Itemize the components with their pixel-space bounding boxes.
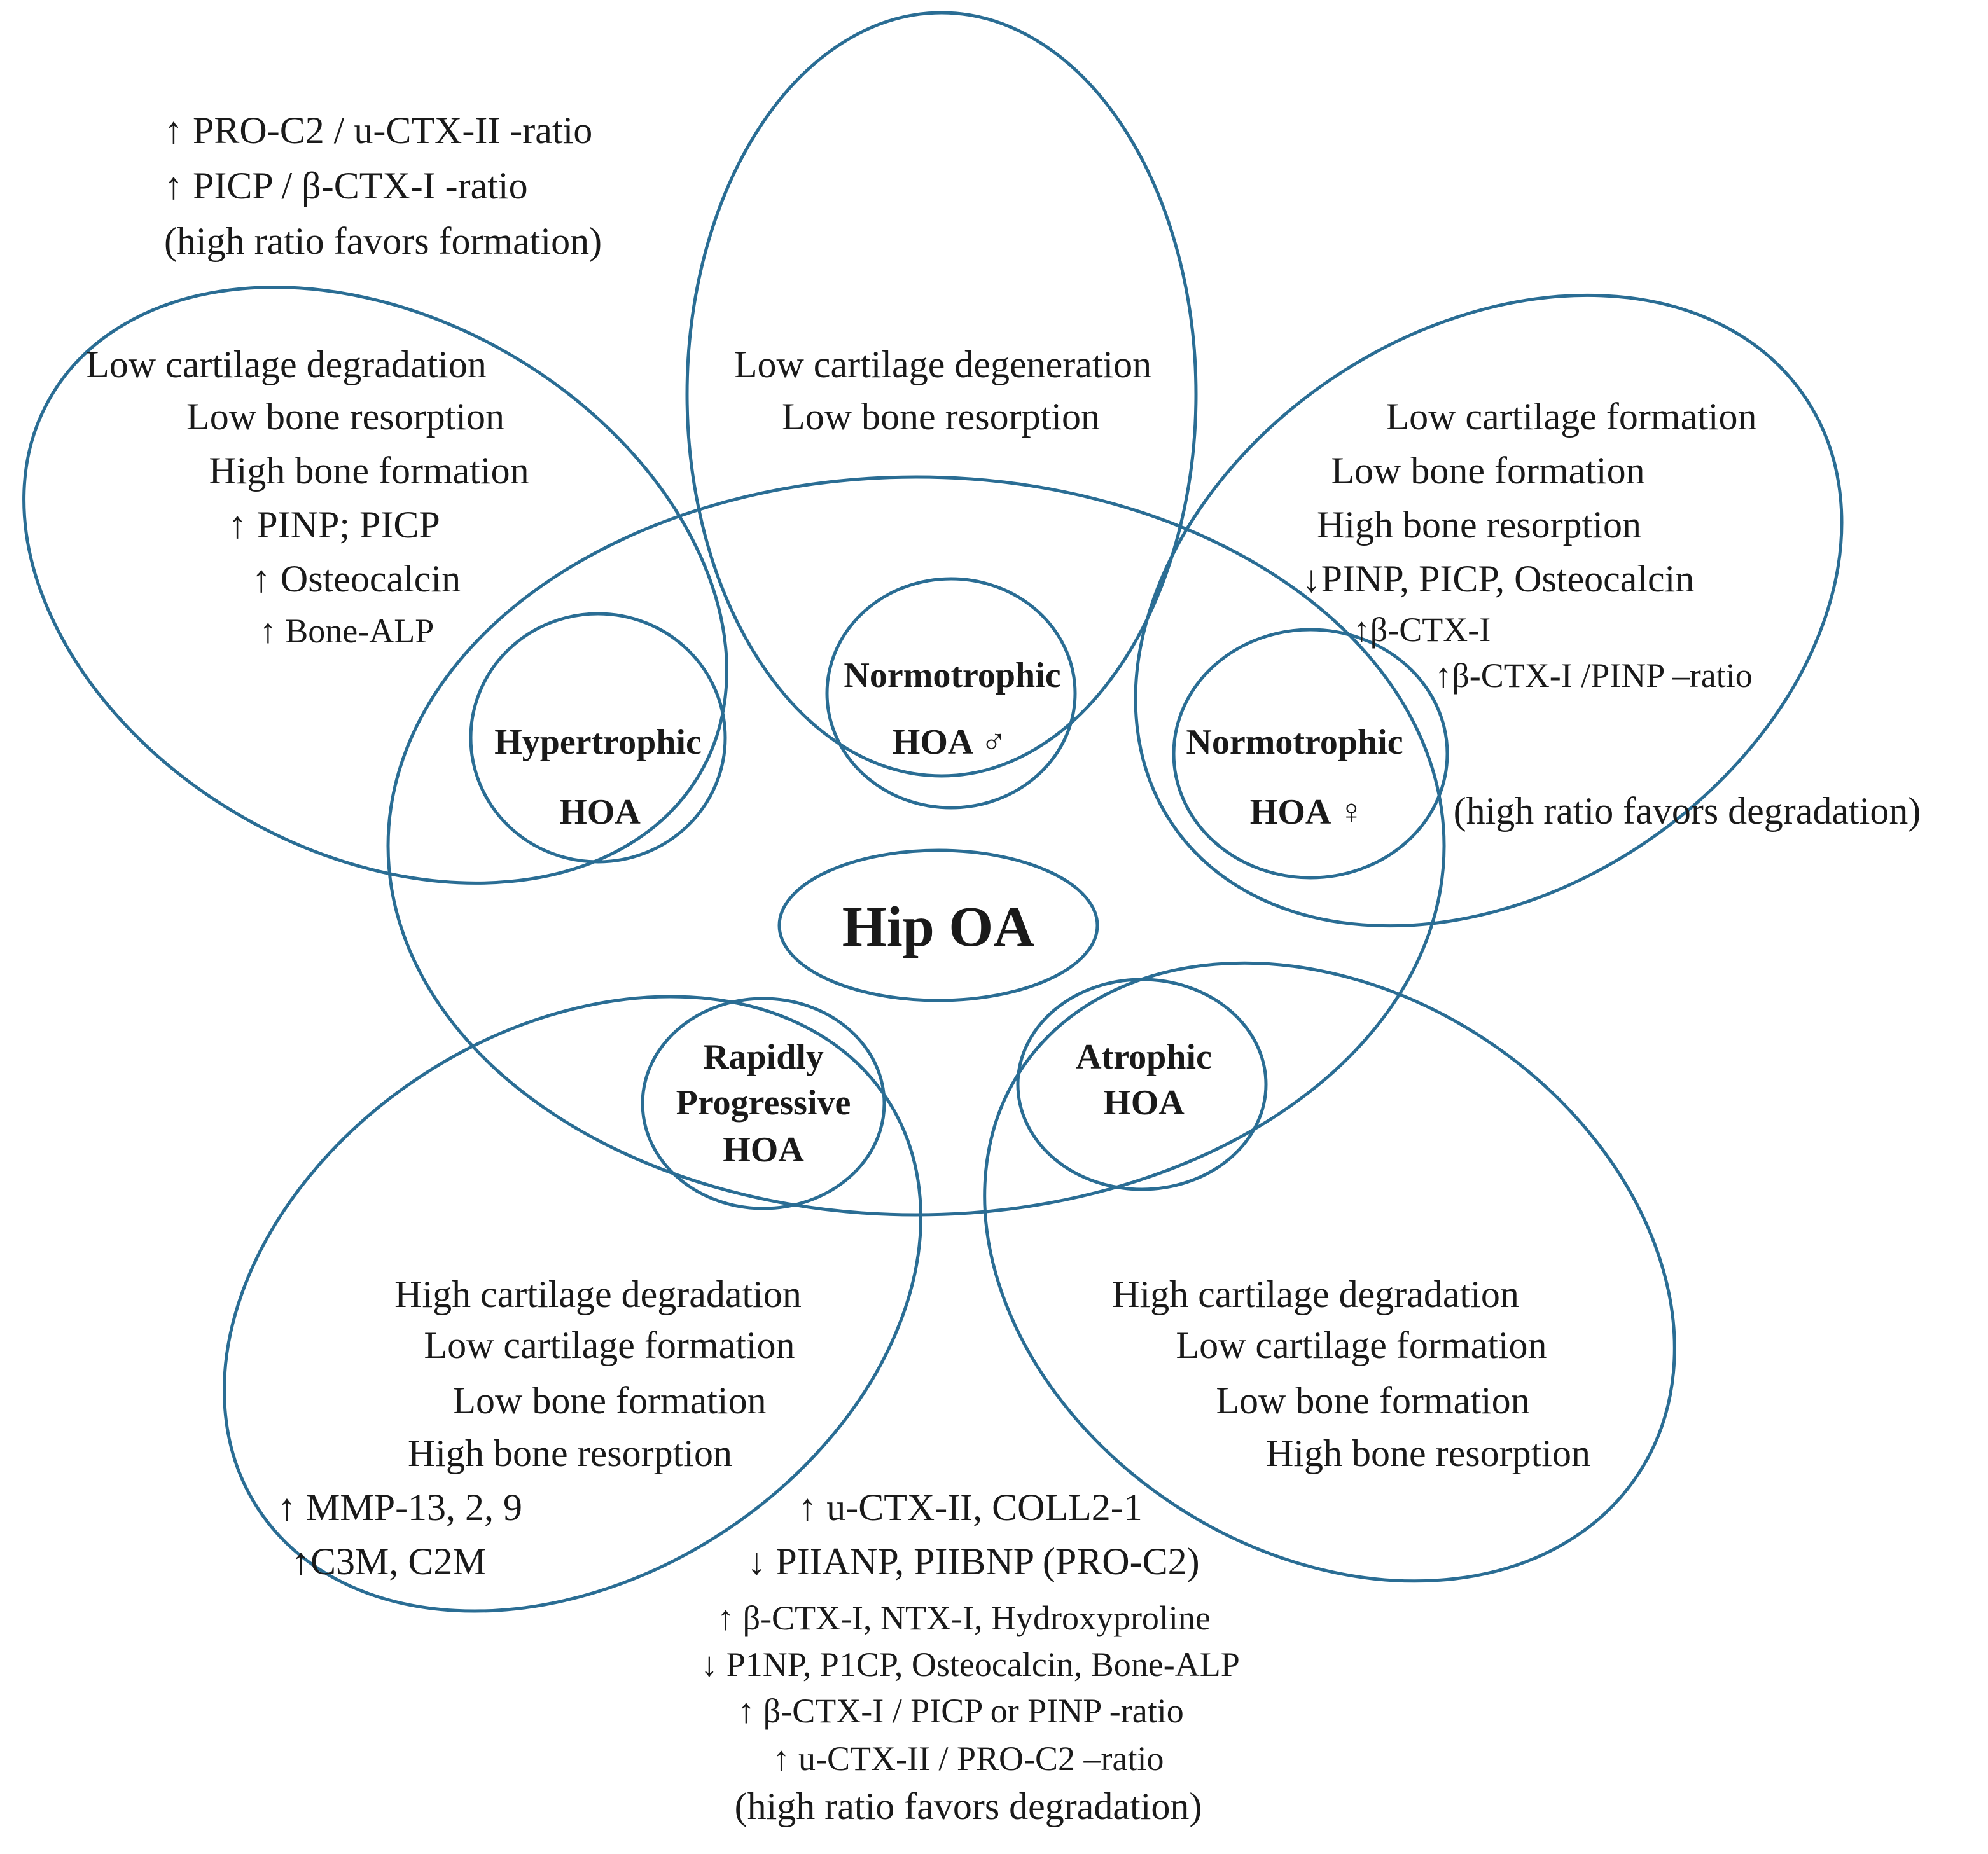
petal-line: ↑ Osteocalcin xyxy=(252,558,461,600)
normotrophic-female-line: HOA ♀ xyxy=(1250,792,1365,832)
note-line: ↑ PRO-C2 / u-CTX-II -ratio xyxy=(164,109,592,151)
petal-line: High bone resorption xyxy=(1317,504,1641,546)
petal-bottom-left xyxy=(223,995,922,1613)
petal-line: ↓PINP, PICP, Osteocalcin xyxy=(1302,558,1695,600)
rapidly-progressive-line: HOA xyxy=(723,1130,804,1170)
hypertrophic-ellipse xyxy=(469,612,727,864)
diagram-shapes xyxy=(22,11,1844,1613)
note-line: ↑ u-CTX-II, COLL2-1 xyxy=(798,1486,1143,1528)
atrophic-line: HOA xyxy=(1103,1083,1185,1123)
rapidly-progressive-label: Rapidly Progressive HOA xyxy=(676,1037,851,1170)
petal-line: High cartilage degradation xyxy=(394,1273,802,1315)
petal-line: (high ratio favors degradation) xyxy=(1454,790,1921,832)
rapidly-progressive-line: Progressive xyxy=(676,1083,851,1123)
petal-right-text: Low cartilage formation Low bone formati… xyxy=(1302,396,1921,832)
central-ellipse xyxy=(386,475,1446,1217)
normotrophic-female-label: Normotrophic HOA ♀ xyxy=(1186,723,1403,832)
normotrophic-male-line: Normotrophic xyxy=(844,656,1060,695)
normotrophic-male-line: HOA ♂ xyxy=(893,723,1007,762)
hip-oa-label: Hip OA xyxy=(842,896,1035,958)
petal-right xyxy=(1134,293,1844,928)
petal-top-left-text: Low cartilage degradation Low bone resor… xyxy=(86,343,529,650)
rapidly-progressive-ellipse xyxy=(641,997,886,1210)
petal-line: Low cartilage formation xyxy=(1176,1324,1547,1366)
petal-bottom-right-text: High cartilage degradation Low cartilage… xyxy=(1112,1273,1590,1474)
petal-line: High bone resorption xyxy=(1266,1432,1590,1474)
atrophic-line: Atrophic xyxy=(1076,1037,1212,1077)
note-line: ↑ PICP / β-CTX-I -ratio xyxy=(164,165,528,207)
petal-top-left xyxy=(22,286,728,885)
petal-line: Low bone formation xyxy=(1331,450,1644,492)
petal-line: Low cartilage formation xyxy=(424,1324,795,1366)
petal-line: ↑β-CTX-I xyxy=(1353,611,1491,649)
note-line: ↑ β-CTX-I / PICP or PINP -ratio xyxy=(737,1692,1183,1730)
normotrophic-male-label: Normotrophic HOA ♂ xyxy=(844,656,1060,762)
petal-bottom-left-text: High cartilage degradation Low cartilage… xyxy=(277,1273,802,1582)
petal-line: ↑β-CTX-I /PINP –ratio xyxy=(1435,656,1752,695)
petal-line: Low bone resorption xyxy=(782,396,1100,438)
note-line: ↓ P1NP, P1CP, Osteocalcin, Bone-ALP xyxy=(700,1645,1240,1684)
hip-oa-ellipse xyxy=(777,848,1099,1002)
normotrophic-female-line: Normotrophic xyxy=(1186,723,1403,762)
petal-line: High cartilage degradation xyxy=(1112,1273,1519,1315)
petal-line: Low bone resorption xyxy=(186,396,504,438)
petal-line: Low bone formation xyxy=(1216,1380,1529,1422)
petal-line: Low cartilage degradation xyxy=(86,343,487,385)
note-line: ↑ β-CTX-I, NTX-I, Hydroxyproline xyxy=(717,1599,1211,1637)
petal-line: Low bone formation xyxy=(452,1380,766,1422)
hypertrophic-line: HOA xyxy=(559,792,641,832)
petal-top xyxy=(685,11,1198,778)
hypertrophic-line: Hypertrophic xyxy=(494,723,702,762)
petal-line: ↑C3M, C2M xyxy=(291,1540,487,1582)
normotrophic-female-ellipse xyxy=(1172,628,1449,880)
rapidly-progressive-line: Rapidly xyxy=(703,1037,824,1077)
note-line: (high ratio favors degradation) xyxy=(735,1785,1202,1827)
petal-line: ↑ Bone-ALP xyxy=(260,612,434,650)
bottom-note: ↑ u-CTX-II, COLL2-1 ↓ PIIANP, PIIBNP (PR… xyxy=(700,1486,1240,1827)
atrophic-label: Atrophic HOA xyxy=(1076,1037,1212,1123)
note-line: (high ratio favors formation) xyxy=(164,220,602,262)
petal-line: Low cartilage degeneration xyxy=(734,343,1151,385)
petal-line: High bone resorption xyxy=(408,1432,732,1474)
top-left-note: ↑ PRO-C2 / u-CTX-II -ratio ↑ PICP / β-CT… xyxy=(164,109,602,262)
atrophic-ellipse xyxy=(1016,978,1268,1191)
normotrophic-male-ellipse xyxy=(825,577,1077,810)
note-line: ↑ u-CTX-II / PRO-C2 –ratio xyxy=(773,1740,1164,1778)
petal-line: Low cartilage formation xyxy=(1386,396,1756,438)
petal-line: ↑ MMP-13, 2, 9 xyxy=(277,1486,522,1528)
note-line: ↓ PIIANP, PIIBNP (PRO-C2) xyxy=(747,1540,1199,1582)
petal-line: ↑ PINP; PICP xyxy=(228,504,440,546)
petal-line: High bone formation xyxy=(209,450,529,492)
petal-top-text: Low cartilage degeneration Low bone reso… xyxy=(734,343,1151,438)
hypertrophic-label: Hypertrophic HOA xyxy=(494,723,702,832)
